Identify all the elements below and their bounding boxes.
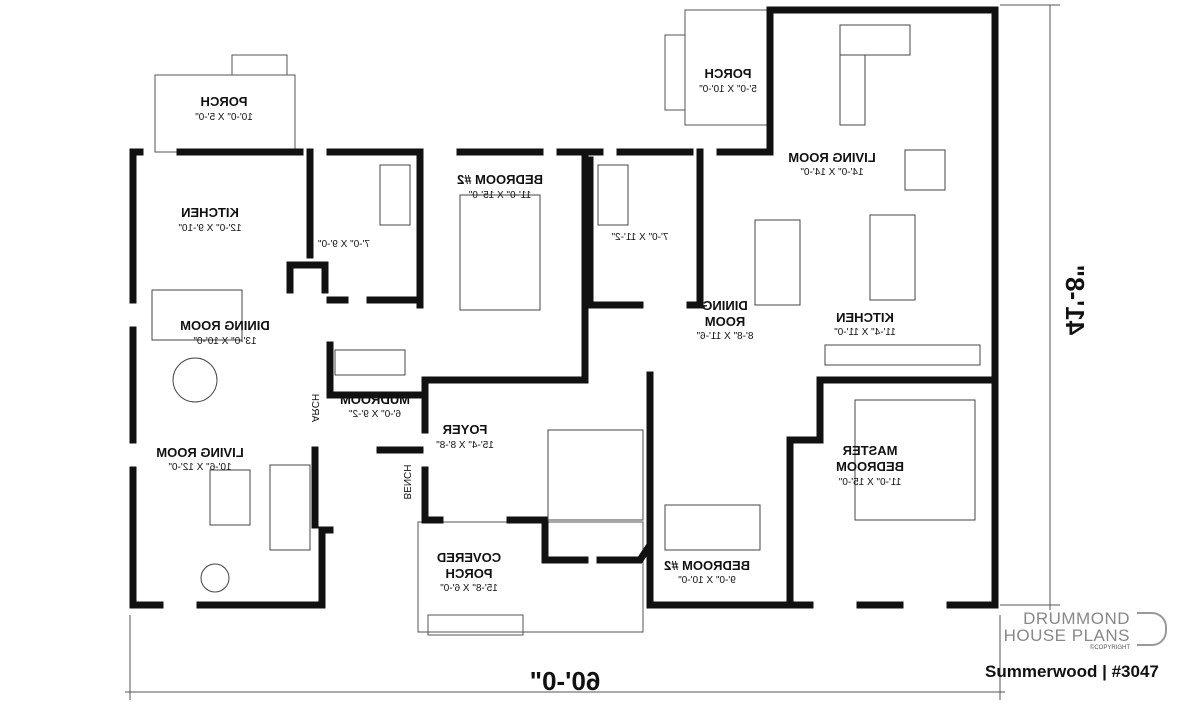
arch-label: ARCH bbox=[309, 394, 320, 422]
living-left-size: 10'-6" X 12'-0" bbox=[168, 462, 232, 473]
dimension-lines bbox=[125, 4, 1060, 700]
master-label-2: BEDROOM bbox=[836, 459, 904, 474]
master-label: MASTER bbox=[842, 443, 898, 458]
covered-porch-label: COVERED bbox=[437, 550, 501, 565]
drummond-logo: DRUMMOND HOUSE PLANS ©COPYRIGHT bbox=[985, 610, 1175, 656]
kitchen-left-size: 12'-0" X 9'-10" bbox=[178, 223, 242, 234]
living-right-label: LIVING ROOM bbox=[788, 150, 875, 165]
logo-line2: HOUSE PLANS bbox=[1003, 626, 1130, 645]
porch-right-label: PORCH bbox=[705, 66, 752, 81]
covered-porch-label-2: PORCH bbox=[446, 566, 493, 581]
bath-left-size: 7'-0" X 9'-0" bbox=[318, 239, 371, 250]
copyright: ©COPYRIGHT bbox=[1089, 645, 1130, 651]
mudroom-label: MUDROOM bbox=[340, 392, 410, 407]
porch-structures bbox=[154, 9, 771, 636]
foyer-size: 15'-4" X 8'-8" bbox=[436, 440, 494, 451]
dining-right-label: DINING bbox=[702, 298, 748, 313]
kitchen-right-label: KITCHEN bbox=[836, 310, 894, 325]
bath-right-size: 7'-0" X 11'-2" bbox=[611, 232, 668, 243]
mudroom-size: 6'-0" X 9'-2" bbox=[349, 409, 402, 420]
porch-right-size: 5'-0" X 10'-0" bbox=[699, 84, 757, 95]
porch-left-size: 10'-0" X 5'-0" bbox=[195, 112, 253, 123]
bench-label: BENCH bbox=[401, 464, 412, 499]
depth-dimension: 41'-8" bbox=[1060, 265, 1090, 336]
bedroom2-bottom-size: 9'-0" X 10'-0" bbox=[678, 575, 736, 586]
master-size: 11'-0" X 15'-0" bbox=[838, 477, 901, 488]
dining-right-size: 8'-8" X 11'-6" bbox=[696, 331, 753, 342]
logo-line1: DRUMMOND bbox=[1023, 609, 1130, 628]
foyer-label: FOYER bbox=[442, 422, 487, 437]
logo-mark-icon bbox=[1137, 612, 1167, 646]
kitchen-right-size: 11'-4" X 11'-0" bbox=[834, 327, 896, 338]
width-dimension: 60'-0" bbox=[530, 666, 601, 696]
furniture bbox=[151, 24, 981, 593]
walls bbox=[129, 6, 999, 609]
bedroom2-top-size: 11'-0" X 15'-0" bbox=[468, 190, 531, 201]
kitchen-left-label: KITCHEN bbox=[181, 205, 239, 220]
living-left-label: LIVING ROOM bbox=[156, 445, 243, 460]
dining-left-label: DINING ROOM bbox=[180, 318, 270, 333]
porch-left-label: PORCH bbox=[201, 94, 248, 109]
dining-left-size: 13'-0" X 10'-0" bbox=[193, 336, 257, 347]
plan-name: Summerwood | #3047 bbox=[985, 662, 1159, 681]
dining-right-label-2: ROOM bbox=[705, 314, 745, 329]
bedroom2-top-label: BEDROOM #2 bbox=[457, 172, 543, 187]
covered-porch-size: 15'-8" X 6'-0" bbox=[440, 583, 498, 594]
bedroom2-bottom-label: BEDROOM #2 bbox=[664, 558, 750, 573]
room-labels: PORCH 10'-0" X 5'-0" KITCHEN 12'-0" X 9'… bbox=[156, 66, 904, 696]
living-right-size: 14'-0" X 14'-0" bbox=[800, 167, 864, 178]
